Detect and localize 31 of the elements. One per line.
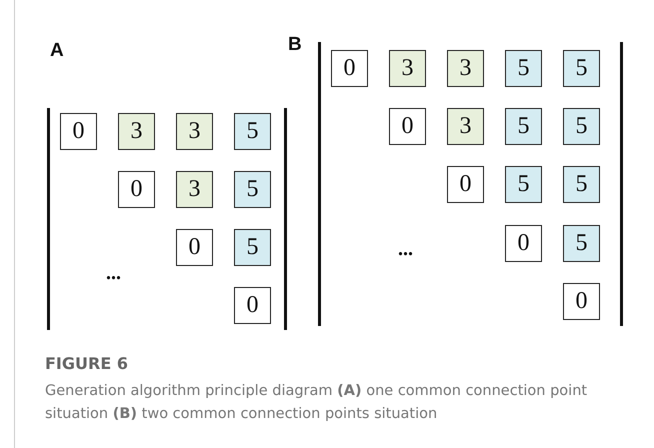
matrix-cell: 5 bbox=[505, 50, 542, 87]
matrix-cell: 3 bbox=[176, 171, 213, 208]
matrix-cell: 5 bbox=[234, 171, 271, 208]
matrix-cell: 3 bbox=[447, 50, 484, 87]
matrix-cell: 5 bbox=[563, 50, 600, 87]
matrix-cell: 0 bbox=[60, 113, 97, 150]
panel-label: B bbox=[288, 34, 302, 56]
figure-caption: Generation algorithm principle diagram (A) one common connection point situation (B) two common connection points situation bbox=[45, 382, 588, 424]
matrix-cell: 0 bbox=[389, 108, 426, 145]
matrix-cell: 5 bbox=[234, 113, 271, 150]
matrix-cell: 5 bbox=[505, 166, 542, 203]
matrix-cell: 3 bbox=[118, 113, 155, 150]
matrix-cell: 0 bbox=[505, 225, 542, 262]
matrix-cell: 5 bbox=[563, 225, 600, 262]
panel-label: A bbox=[50, 40, 64, 62]
matrix-cell: 0 bbox=[118, 171, 155, 208]
matrix-cell: 3 bbox=[176, 113, 213, 150]
matrix-cell: 5 bbox=[563, 108, 600, 145]
matrix-cell: 0 bbox=[176, 229, 213, 266]
matrix-cell: 3 bbox=[447, 108, 484, 145]
matrix-cell: 0 bbox=[234, 287, 271, 324]
matrix-cell: 5 bbox=[563, 166, 600, 203]
matrix-cell: 5 bbox=[505, 108, 542, 145]
matrix-cell: 0 bbox=[447, 166, 484, 203]
ellipsis: ... bbox=[106, 262, 121, 285]
matrix-cell: 3 bbox=[389, 50, 426, 87]
matrix-cell: 0 bbox=[563, 283, 600, 320]
matrix-cell: 5 bbox=[234, 229, 271, 266]
matrix-cell: 0 bbox=[331, 50, 368, 87]
ellipsis: ... bbox=[398, 238, 413, 261]
figure-title: FIGURE 6 bbox=[45, 354, 128, 373]
